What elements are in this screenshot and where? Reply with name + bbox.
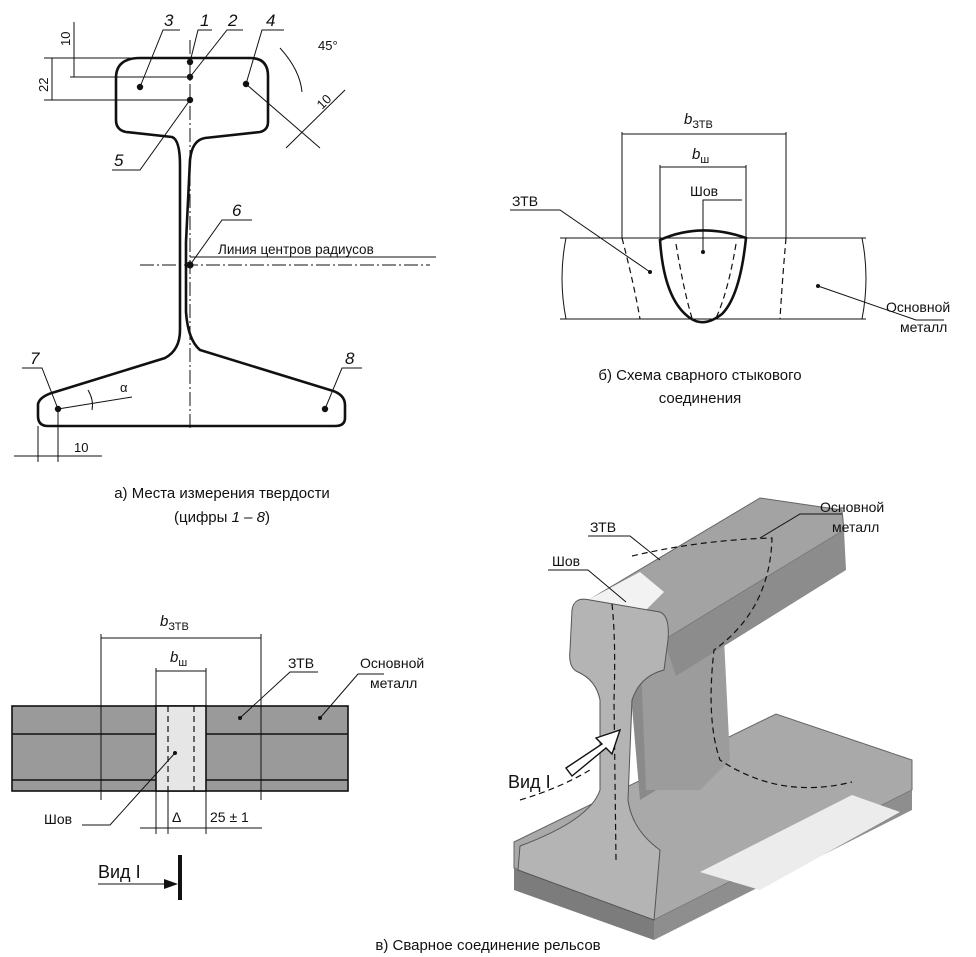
- caption-a-line2: (цифры 1 – 8): [174, 509, 270, 526]
- dim-10-head-line: [285, 89, 346, 149]
- base-3d-label-2: металл: [832, 519, 879, 535]
- leader-8: [324, 367, 362, 410]
- caption-b-line1: б) Схема сварного стыкового: [598, 367, 801, 384]
- weld-zone: [155, 705, 207, 792]
- b-sh-label: bш: [692, 146, 709, 166]
- base-b-label-1: Основной: [886, 299, 950, 315]
- dim-10-foot-label: 10: [74, 440, 88, 455]
- alpha-label: α: [120, 380, 128, 395]
- seam-b-label: Шов: [690, 183, 718, 199]
- caption-bottom: в) Сварное соединение рельсов: [375, 937, 600, 954]
- point-label-6: 6: [232, 201, 242, 220]
- angle-45-arc: [279, 47, 303, 93]
- b-ztv-label: bЗТВ: [684, 111, 713, 131]
- leader-2: [189, 29, 243, 78]
- leader-ztv-c: [239, 671, 318, 719]
- base-c-dot: [318, 716, 322, 720]
- tolerance-label: 25 ± 1: [210, 809, 249, 825]
- base-c-label-2: металл: [370, 675, 417, 691]
- dim-10-top-label: 10: [58, 32, 73, 46]
- leader-base-c: [319, 673, 384, 719]
- centers-line-label: Линия центров радиусов: [218, 242, 374, 257]
- view-3d-label: Вид I: [508, 772, 551, 792]
- view-3d-arrow: [564, 728, 622, 778]
- alpha-arc: [87, 389, 93, 411]
- plate-break-right: [861, 237, 867, 320]
- ztv-3d-label: ЗТВ: [590, 519, 616, 535]
- rail-cross-section-outline: [36, 56, 347, 428]
- seam-c-label: Шов: [44, 811, 72, 827]
- caption-b-line2: соединения: [659, 390, 742, 407]
- view-c-label: Вид I: [98, 862, 141, 882]
- fusion-line-right: [715, 243, 737, 319]
- ztv-b-dot: [648, 270, 652, 274]
- haz-boundary-left: [621, 237, 641, 320]
- point-label-7: 7: [30, 349, 40, 368]
- haz-boundary-right: [779, 237, 787, 320]
- base-b-label-2: металл: [900, 319, 947, 335]
- point-label-2: 2: [227, 11, 238, 30]
- seam-3d-label: Шов: [552, 553, 580, 569]
- point-label-8: 8: [345, 349, 355, 368]
- rail-3d-seam-line: [611, 603, 617, 861]
- angle-45-label: 45°: [318, 38, 338, 53]
- figure-a-rail-profile: 3 1 2 4 5 6 7 8 10 22 45° 10 α 10 Линия …: [14, 11, 436, 526]
- rail-3d-foot-front: [514, 868, 654, 940]
- base-b-dot: [816, 284, 820, 288]
- leader-base-3d: [759, 513, 842, 539]
- ztv-b-label: ЗТВ: [512, 193, 538, 209]
- leader-1: [189, 29, 212, 63]
- leader-ztv-3d: [588, 535, 661, 561]
- caption-a-line1: а) Места измерения твердости: [114, 485, 330, 502]
- point-label-1: 1: [200, 11, 209, 30]
- ztv-c-dot: [238, 716, 242, 720]
- leader-seam-b: [702, 199, 742, 252]
- figure-3d-rail: ЗТВ Основной металл Шов Вид I: [508, 497, 913, 940]
- rail-3d-front-profile: [517, 598, 669, 921]
- dim-10-head-label: 10: [314, 91, 335, 112]
- base-3d-label-1: Основной: [820, 499, 884, 515]
- seam-b-dot: [701, 250, 705, 254]
- weld-bead: [658, 229, 748, 324]
- leader-3: [139, 29, 180, 88]
- plate-break-left: [561, 237, 567, 320]
- point-label-4: 4: [266, 11, 275, 30]
- point-label-5: 5: [114, 151, 124, 170]
- c-ztv-label: bЗТВ: [160, 613, 189, 633]
- leader-6: [189, 219, 252, 266]
- leader-5: [112, 99, 191, 171]
- ztv-c-label: ЗТВ: [288, 655, 314, 671]
- delta-label: Δ: [172, 809, 181, 825]
- leader-base-b: [817, 285, 944, 321]
- base-c-label-1: Основной: [360, 655, 424, 671]
- leader-4: [245, 29, 284, 85]
- leader-seam-3d: [548, 569, 627, 603]
- fusion-line-left: [675, 243, 693, 319]
- dim-22-label: 22: [36, 78, 51, 92]
- view-arrow-head: [164, 879, 178, 889]
- dim-45-ray: [245, 83, 321, 149]
- rail-3d-haz-line: [631, 537, 853, 789]
- leader-ztv-b: [510, 209, 651, 273]
- figure-c-welded-rails: bЗТВ bш ЗТВ Основной металл Шов Δ 25 ± 1…: [11, 613, 424, 900]
- c-sh-label: bш: [170, 649, 187, 669]
- rail-3d-foot-highlight: [700, 795, 900, 890]
- point-label-3: 3: [164, 11, 174, 30]
- rail-3d-head-side: [664, 530, 846, 676]
- seam-c-dot: [173, 751, 177, 755]
- alpha-ray: [57, 396, 133, 410]
- figure-b-weld-scheme: bЗТВ bш Шов ЗТВ Основной металл б) Схема…: [510, 111, 950, 407]
- leader-seam-c: [82, 752, 176, 826]
- leader-7: [22, 367, 59, 410]
